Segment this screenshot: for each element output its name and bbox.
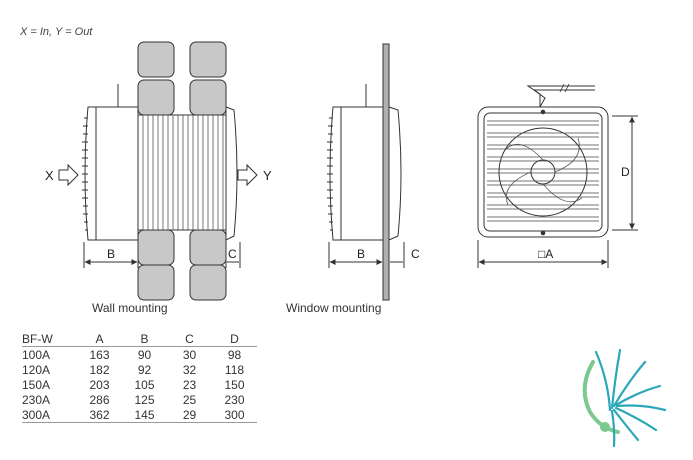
cell-a: 182 — [89, 362, 110, 377]
label-x: X — [45, 168, 54, 183]
outflow-arrow — [237, 163, 258, 187]
header-c: C — [167, 331, 212, 347]
inflow-arrow — [58, 163, 79, 187]
cell-b: 145 — [122, 407, 167, 423]
window-pane — [382, 43, 390, 301]
cell-b: 105 — [134, 377, 155, 392]
label-a: □A — [538, 247, 553, 261]
wall-mounting-view — [58, 41, 258, 301]
cell-d: 98 — [227, 347, 242, 362]
brand-logo — [582, 348, 667, 448]
spec-table: BF-W A B C D 100A 163 90 30 98 120A 182 … — [22, 331, 257, 423]
cell-d: 300 — [212, 407, 257, 423]
cell-a: 286 — [89, 392, 110, 407]
label-b-window: B — [357, 247, 365, 261]
table-row: 230A 286 125 25 230 — [22, 392, 257, 407]
cell-model: 120A — [22, 362, 51, 377]
cell-c: 32 — [182, 362, 197, 377]
label-y: Y — [263, 168, 272, 183]
cell-d: 118 — [224, 362, 245, 377]
label-c-window: C — [411, 247, 420, 261]
label-d: D — [621, 165, 630, 179]
cell-model: 300A — [22, 407, 77, 423]
wall-blocks-left — [137, 41, 175, 301]
cell-b: 92 — [137, 362, 152, 377]
window-grille-ticks — [327, 117, 333, 231]
cell-c: 30 — [182, 347, 197, 362]
cell-d: 230 — [224, 392, 245, 407]
cell-model: 150A — [22, 377, 51, 392]
cell-a: 163 — [89, 347, 110, 362]
spec-header-row: BF-W A B C D — [22, 331, 257, 347]
caption-window-mounting: Window mounting — [286, 301, 382, 315]
label-c-wall: C — [228, 247, 237, 261]
cell-c: 25 — [182, 392, 197, 407]
header-model: BF-W — [22, 331, 77, 347]
intake-grille-ticks — [82, 117, 88, 231]
cell-c: 29 — [167, 407, 212, 423]
label-b-wall: B — [107, 247, 115, 261]
header-d: D — [212, 331, 257, 347]
cell-a: 362 — [77, 407, 122, 423]
louvers — [487, 120, 599, 222]
header-b: B — [122, 331, 167, 347]
table-row: 100A 163 90 30 98 — [22, 347, 257, 363]
wall-blocks-right — [189, 41, 227, 301]
cell-a: 203 — [89, 377, 110, 392]
cell-d: 150 — [224, 377, 245, 392]
front-view — [477, 83, 638, 268]
cell-b: 125 — [134, 392, 155, 407]
header-a: A — [77, 331, 122, 347]
cell-model: 230A — [22, 392, 51, 407]
cell-b: 90 — [137, 347, 152, 362]
window-mounting-view — [327, 43, 405, 301]
table-row: 300A 362 145 29 300 — [22, 407, 257, 423]
flow-note: X = In, Y = Out — [20, 26, 93, 38]
table-row: 120A 182 92 32 118 — [22, 362, 257, 377]
cell-model: 100A — [22, 347, 51, 362]
caption-wall-mounting: Wall mounting — [92, 301, 168, 315]
cell-c: 23 — [182, 377, 197, 392]
duct-corrugation — [142, 115, 224, 230]
table-row: 150A 203 105 23 150 — [22, 377, 257, 392]
